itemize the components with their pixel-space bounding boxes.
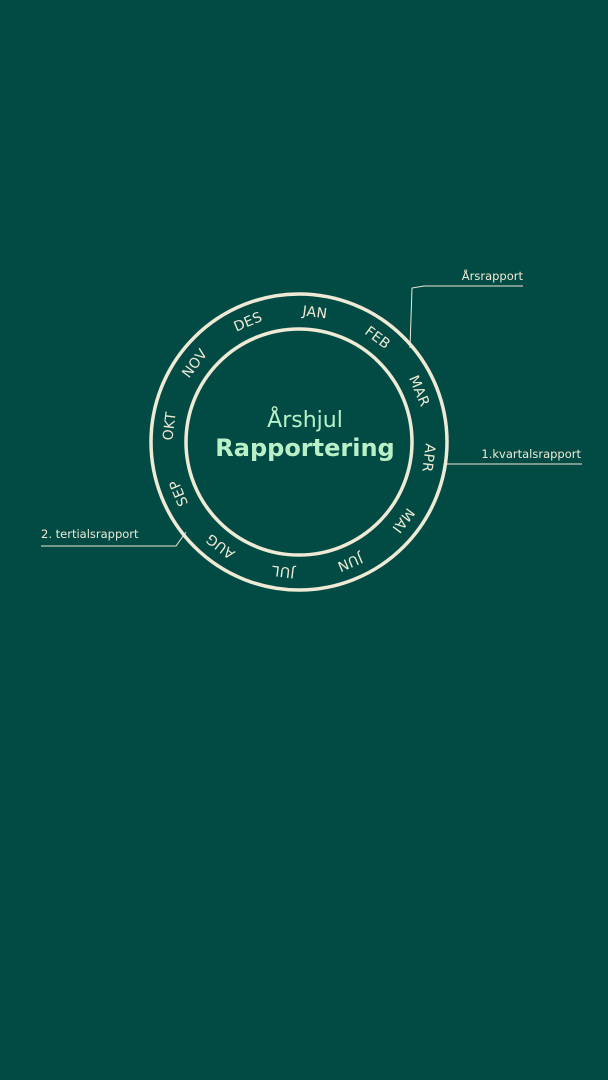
- wheel-title: Årshjul: [267, 406, 343, 433]
- wheel-subtitle: Rapportering: [215, 434, 394, 462]
- month-label-feb: FEB: [361, 324, 393, 353]
- annual-report-leader-line: [409, 285, 523, 349]
- month-label-jul: JUL: [271, 562, 297, 581]
- month-label-sep: SEP: [167, 477, 192, 508]
- annual-report-label: Årsrapport: [462, 268, 524, 283]
- outer-ring: [149, 292, 449, 592]
- month-label-jun: JUN: [335, 549, 366, 574]
- month-label-jan: JAN: [301, 303, 329, 322]
- month-label-mai: MAI: [388, 505, 417, 536]
- month-label-des: DES: [232, 309, 265, 335]
- q1-report-label: 1.kvartalsrapport: [481, 447, 581, 461]
- tertial2-report-leader-line: [41, 531, 187, 547]
- month-label-apr: APR: [418, 443, 437, 473]
- tertial2-report-label: 2. tertialsrapport: [41, 527, 139, 541]
- month-label-okt: OKT: [160, 411, 179, 441]
- inner-ring: [184, 327, 414, 557]
- month-label-mar: MAR: [405, 373, 432, 409]
